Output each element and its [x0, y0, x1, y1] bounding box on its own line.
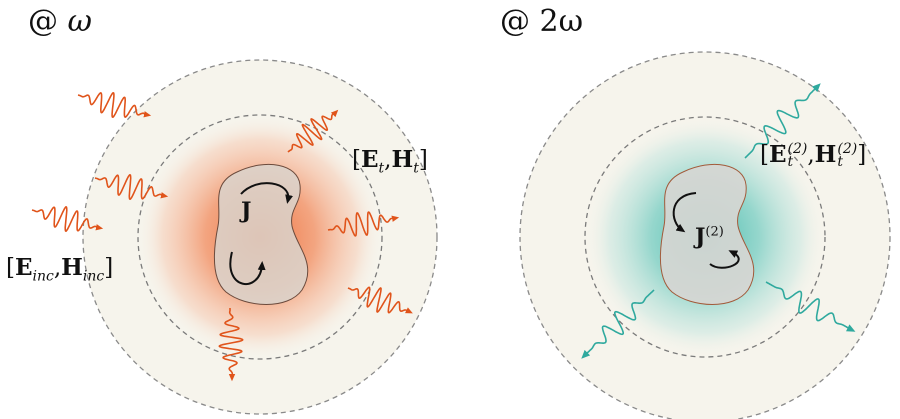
left-total-field-label: [Et,Ht] [352, 146, 428, 177]
right-current-swirl-top [672, 192, 697, 233]
right-current-swirl-bottom [709, 250, 740, 269]
left-current-swirl-top [240, 182, 293, 204]
scattered-wave-packet [218, 307, 244, 382]
left-scatterer-body [213, 163, 309, 305]
right-total-field-label: [E(2)t,H(2)t] [760, 141, 867, 170]
scattered-wave-packet [347, 286, 413, 314]
right-current-label: J(2) [695, 224, 724, 250]
left-wave-packets [31, 92, 413, 382]
harmonic-wave-packet [581, 289, 655, 359]
right-inner-boundary [584, 116, 826, 358]
incident-wave-packet [31, 206, 104, 232]
right-wave-packets [581, 83, 856, 359]
left-inner-boundary [137, 114, 383, 360]
left-current-label: J [241, 198, 252, 224]
left-panel [31, 59, 438, 415]
harmonic-wave-packet [744, 83, 821, 159]
incident-wave-packet [77, 92, 152, 118]
scattered-wave-packet [287, 109, 339, 153]
harmonic-wave-packet [765, 281, 856, 332]
left-current-swirl-bottom [229, 251, 266, 285]
left-frequency-label: @ ω [28, 4, 93, 39]
right-scatterer-body [659, 163, 755, 305]
incident-field-label: [Einc,Hinc] [6, 254, 114, 285]
right-frequency-label: @ 2ω [500, 4, 584, 39]
scattered-wave-packet [327, 211, 400, 237]
right-panel [519, 51, 891, 419]
incident-wave-packet [94, 174, 169, 200]
